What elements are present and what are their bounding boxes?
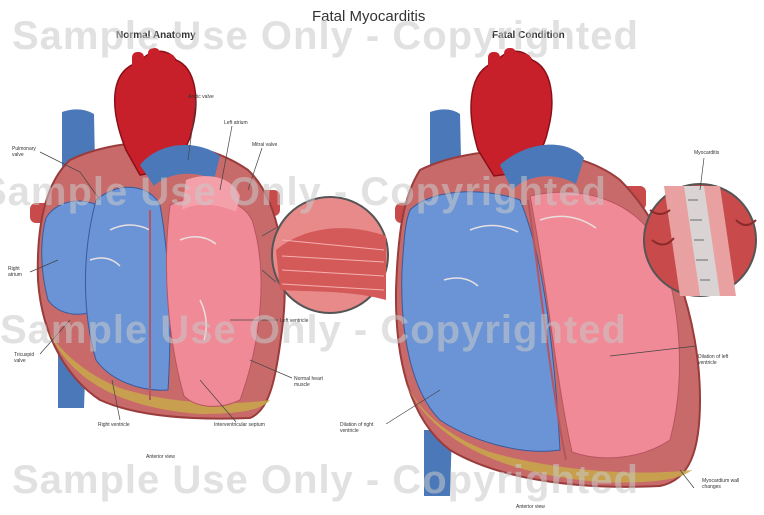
label-myocardium-wall-changes: Myocardium wall changes [702, 478, 750, 490]
label-dilation-left-ventricle: Dilation of left ventricle [698, 354, 742, 366]
right-ventricle [85, 187, 169, 390]
watermark-middle-1: Sample Use Only - Copyrighted [0, 170, 607, 215]
label-left-atrium: Left atrium [224, 120, 248, 126]
label-mitral-valve: Mitral valve [252, 142, 277, 148]
label-tricuspid-valve: Tricuspid valve [14, 352, 44, 364]
normal-heart [30, 48, 285, 419]
label-interventricular-septum: Interventricular septum [214, 422, 265, 428]
label-right-atrium: Right atrium [8, 266, 32, 278]
label-normal-myocardium: Normal heart muscle [294, 376, 338, 388]
watermark-top: Sample Use Only - Copyrighted [12, 14, 639, 59]
watermark-bottom: Sample Use Only - Copyrighted [12, 458, 639, 503]
myocarditis-magnifier [644, 184, 756, 296]
left-ventricle [166, 197, 261, 407]
watermark-middle-2: Sample Use Only - Copyrighted [0, 308, 627, 353]
label-aortic-valve: Aortic valve [188, 94, 214, 100]
label-myocarditis: Myocarditis [694, 150, 719, 156]
label-right-ventricle: Right ventricle [98, 422, 130, 428]
label-pulmonary-valve: Pulmonary valve [12, 146, 42, 158]
label-anterior-view-right: Anterior view [516, 504, 545, 510]
label-dilation-right-ventricle: Dilation of right ventricle [340, 422, 384, 434]
